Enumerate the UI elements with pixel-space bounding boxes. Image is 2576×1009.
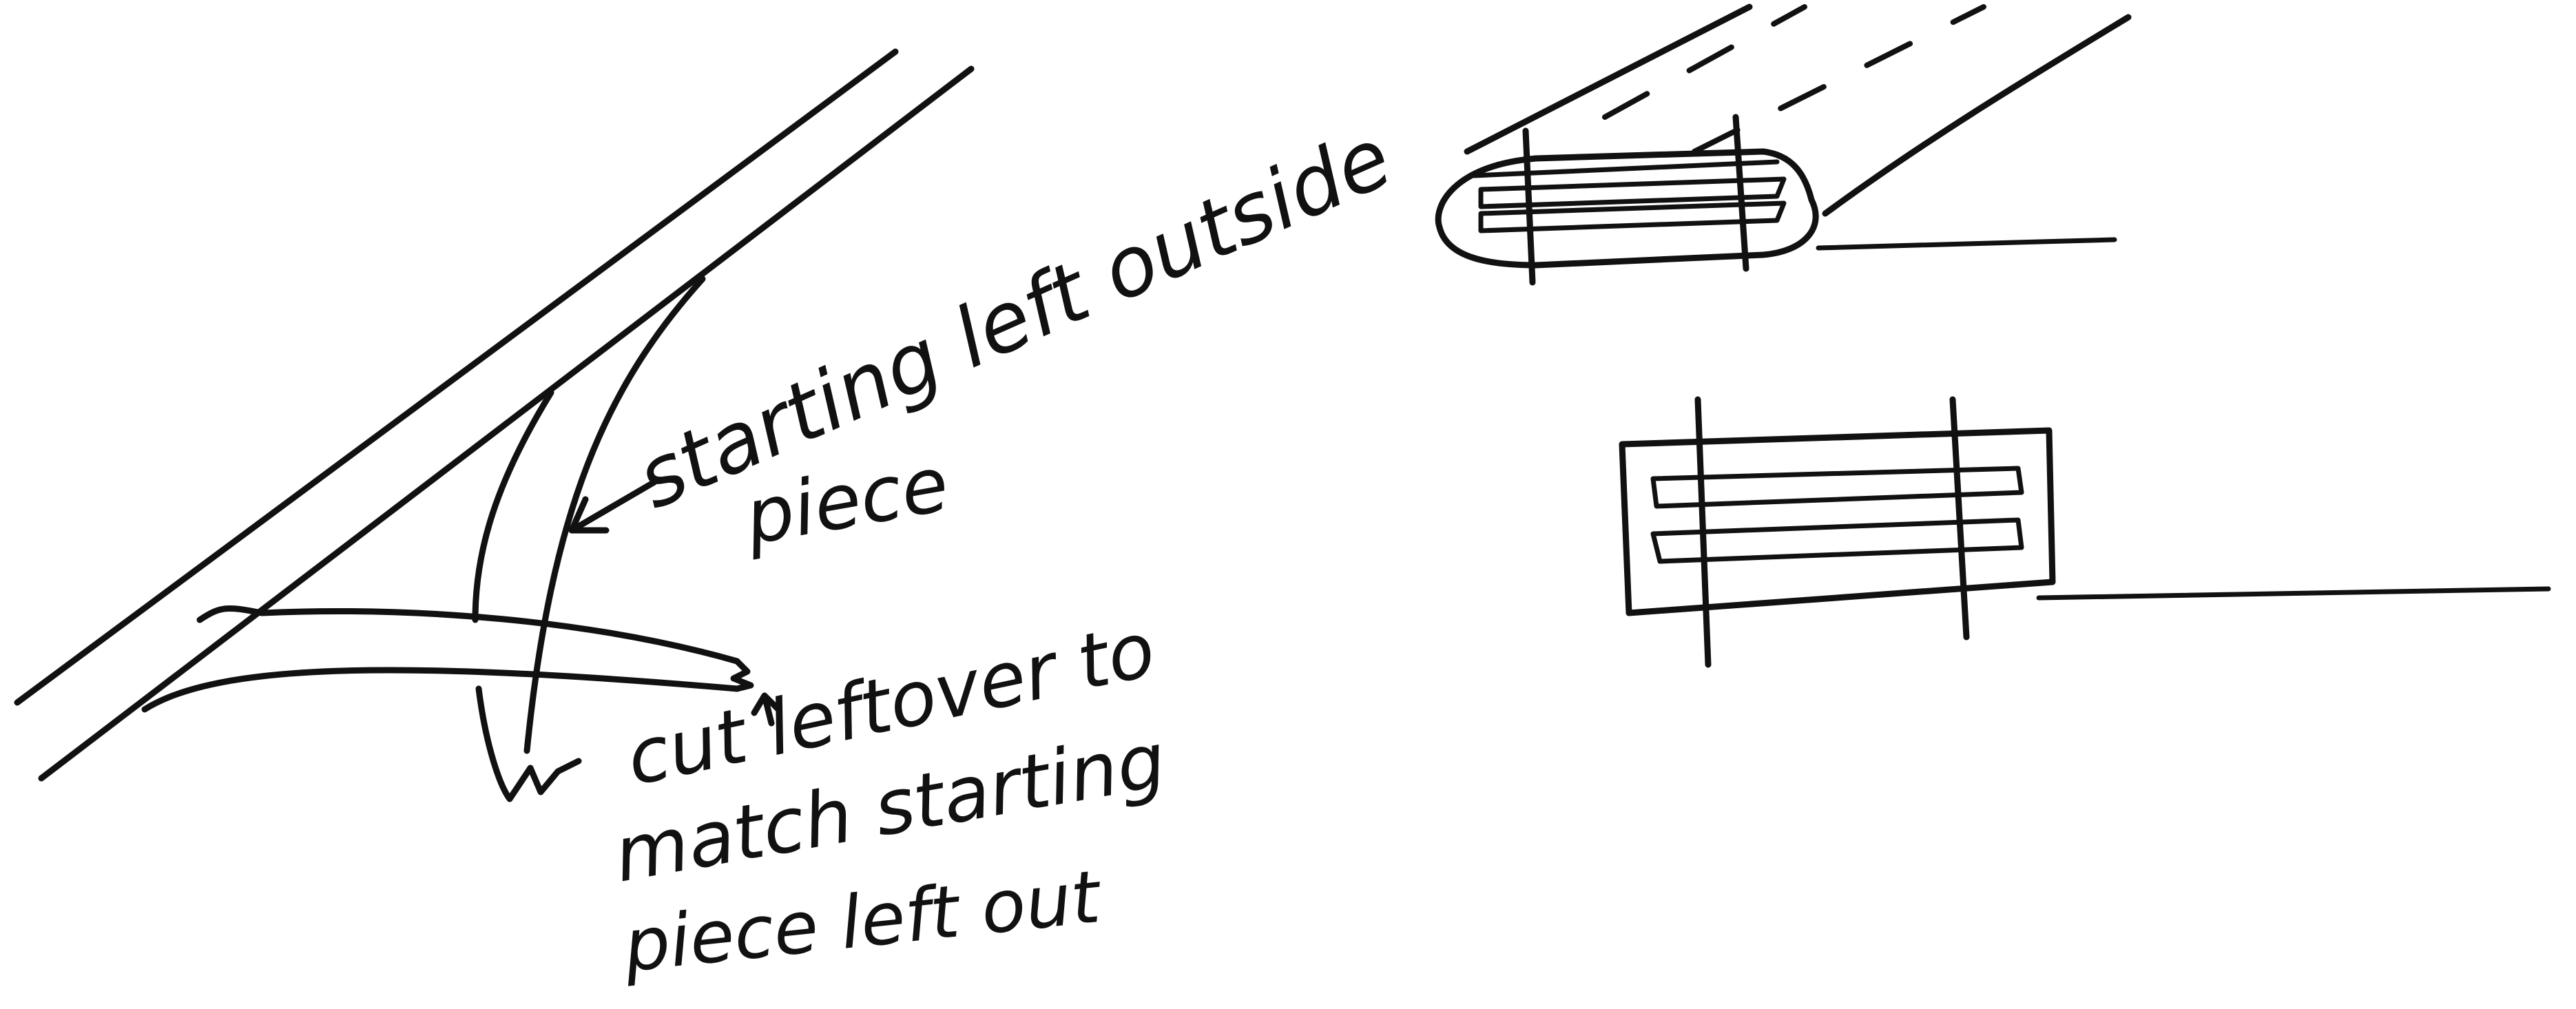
rope-strand-dash-1 <box>1602 4 1807 120</box>
leftover-piece-lower-line <box>141 667 740 713</box>
ground-line-top <box>1816 237 2117 251</box>
whipping-strand-3 <box>1478 200 1787 233</box>
flat-outline <box>1619 427 2056 616</box>
flat-binding-left <box>1694 396 1712 668</box>
starting-piece-outer-line <box>523 275 706 754</box>
flat-binding-right <box>1949 396 1970 641</box>
starting-piece-frayed-end <box>475 685 582 802</box>
rope-body-lower-line <box>1822 14 2132 217</box>
splice-sketch: starting left outside piece cut leftover… <box>14 48 1405 988</box>
binding-line-right <box>1732 114 1749 272</box>
starting-piece-note-line-1: starting left outside <box>623 110 1405 528</box>
main-rope-upper-line <box>14 48 899 706</box>
ground-line-bottom <box>2036 586 2551 601</box>
leftover-piece-fork <box>196 605 265 623</box>
flat-strand-1 <box>1650 466 2024 509</box>
whipping-strand-1 <box>1471 159 1780 178</box>
leftover-arrow <box>751 692 782 727</box>
leftover-piece-frayed-end <box>730 658 754 692</box>
starting-piece-inner-line <box>472 389 554 623</box>
whipping-strand-2 <box>1478 176 1787 209</box>
main-rope-lower-line <box>38 65 975 782</box>
binding-line-left <box>1522 127 1536 286</box>
starting-piece-arrow <box>568 479 658 534</box>
flat-whipping-sketch <box>1619 396 2551 668</box>
whipped-end-sketch <box>1435 3 2132 286</box>
rope-body-upper-line <box>1464 3 1753 155</box>
leftover-piece-upper-line <box>258 608 740 665</box>
flat-strand-2 <box>1650 517 2024 564</box>
